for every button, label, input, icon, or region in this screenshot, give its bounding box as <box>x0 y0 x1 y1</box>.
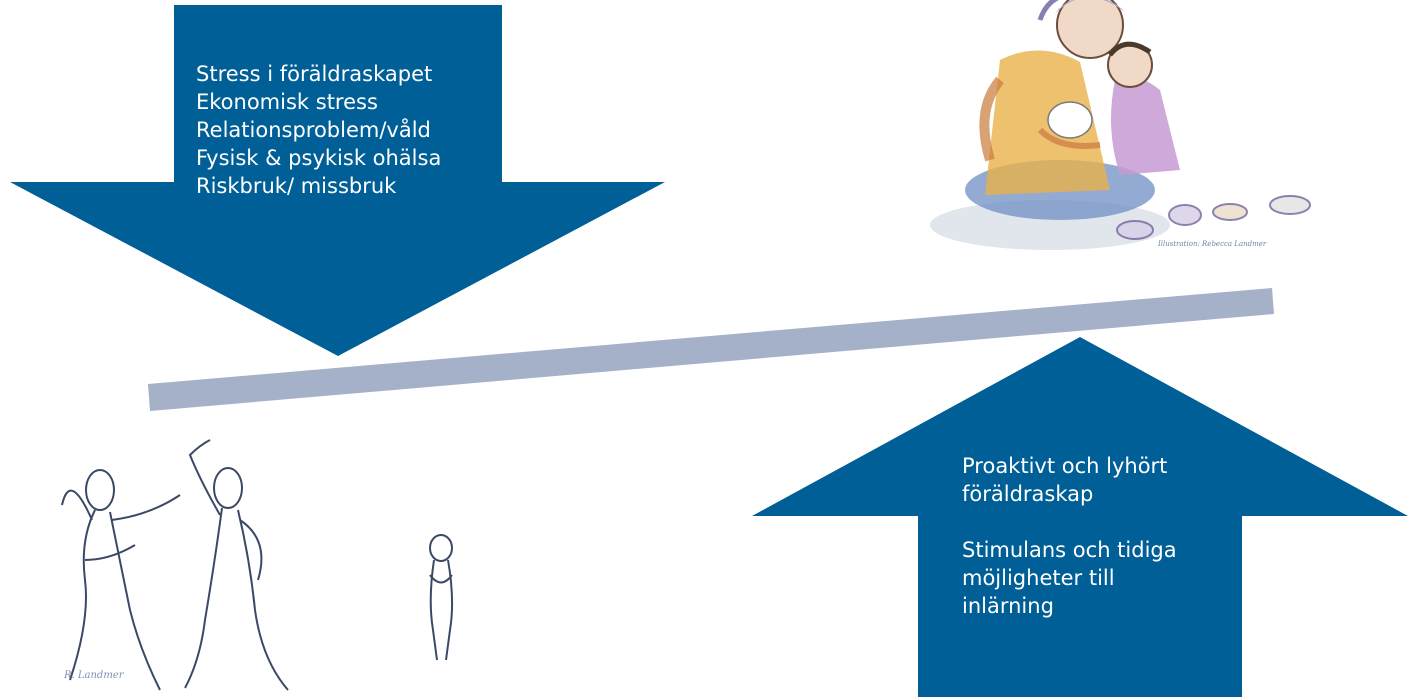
protective-factors-up-arrow <box>752 337 1408 697</box>
risk-factor-item: Relationsproblem/våld <box>196 118 431 142</box>
illustration-credit: Illustration: Rebecca Landmer <box>1158 240 1267 248</box>
illustrator-signature: R. Landmer <box>64 670 124 681</box>
risk-factor-item: Ekonomisk stress <box>196 90 378 114</box>
protective-factor-line: Proaktivt och lyhört <box>962 454 1168 478</box>
risk-factor-item: Riskbruk/ missbruk <box>196 174 397 198</box>
risk-factor-item: Fysisk & psykisk ohälsa <box>196 146 442 170</box>
mother-and-child-illustration <box>930 0 1311 250</box>
protective-factor-line: inlärning <box>962 594 1054 618</box>
risk-factors-down-arrow <box>10 5 665 356</box>
protective-factor-line: föräldraskap <box>962 482 1094 506</box>
protective-factor-line: Stimulans och tidiga <box>962 538 1177 562</box>
arguing-adults-and-child-illustration <box>61 439 454 691</box>
seesaw-beam <box>148 288 1274 411</box>
risk-factors-list: Stress i föräldraskapet Ekonomisk stress… <box>196 60 441 200</box>
protective-factors-list: Proaktivt och lyhört föräldraskap Stimul… <box>962 452 1177 620</box>
protective-factor-line: möjligheter till <box>962 566 1115 590</box>
risk-factor-item: Stress i föräldraskapet <box>196 62 433 86</box>
